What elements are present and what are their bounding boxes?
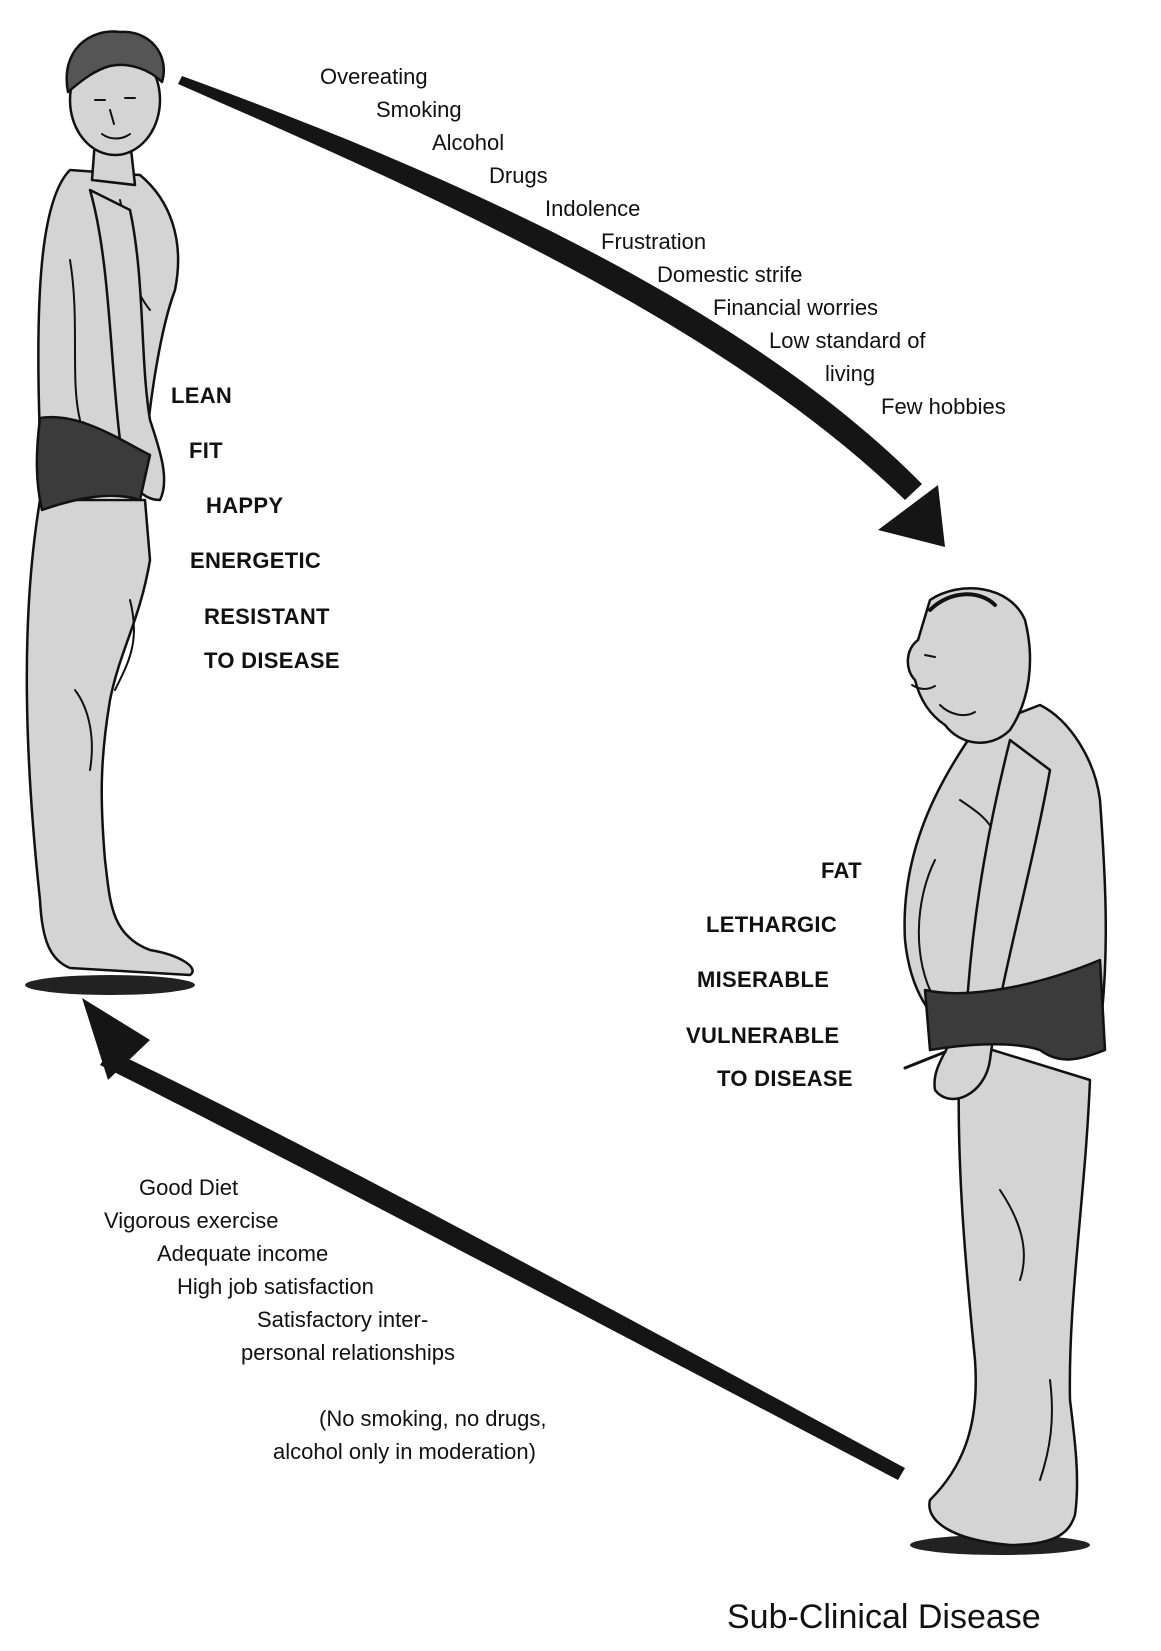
fat-trait: VULNERABLE [686,1025,839,1047]
good-factor: Good Diet [139,1177,238,1199]
risk-factor: Frustration [601,231,706,253]
risk-factor: Smoking [376,99,462,121]
lean-man-shadow [25,975,195,995]
good-factor: High job satisfaction [177,1276,374,1298]
decline-arrow-shaft [178,76,922,500]
moderation-note-line: alcohol only in moderation) [273,1441,536,1463]
fit-trait: LEAN [171,385,232,407]
risk-factor: Financial worries [713,297,878,319]
risk-factor: Low standard of [769,330,926,352]
risk-factor: Overeating [320,66,428,88]
good-factor: Adequate income [157,1243,328,1265]
risk-factor: Domestic strife [657,264,802,286]
moderation-note-line: (No smoking, no drugs, [319,1408,546,1430]
decline-arrowhead [878,485,945,547]
lean-man-legs [27,500,193,975]
fit-trait: ENERGETIC [190,550,321,572]
fat-trait: MISERABLE [697,969,829,991]
fit-trait: HAPPY [206,495,283,517]
risk-factor: Few hobbies [881,396,1006,418]
fat-trait: FAT [821,860,862,882]
good-factor: Vigorous exercise [104,1210,278,1232]
good-factor: personal relationships [241,1342,455,1364]
fat-man-legs [929,1040,1090,1545]
fit-trait: TO DISEASE [204,650,340,672]
fat-man-figure [905,588,1106,1555]
lean-man-figure [25,32,195,995]
fat-trait: LETHARGIC [706,914,837,936]
risk-factor: Alcohol [432,132,504,154]
risk-factor: Indolence [545,198,640,220]
fat-trait: TO DISEASE [717,1068,853,1090]
figure-caption: Sub-Clinical Disease [727,1600,1041,1634]
fit-trait: FIT [189,440,223,462]
risk-factor: living [825,363,875,385]
fit-trait: RESISTANT [204,606,330,628]
risk-factor: Drugs [489,165,548,187]
good-factor: Satisfactory inter- [257,1309,428,1331]
fat-man-head [908,588,1030,742]
